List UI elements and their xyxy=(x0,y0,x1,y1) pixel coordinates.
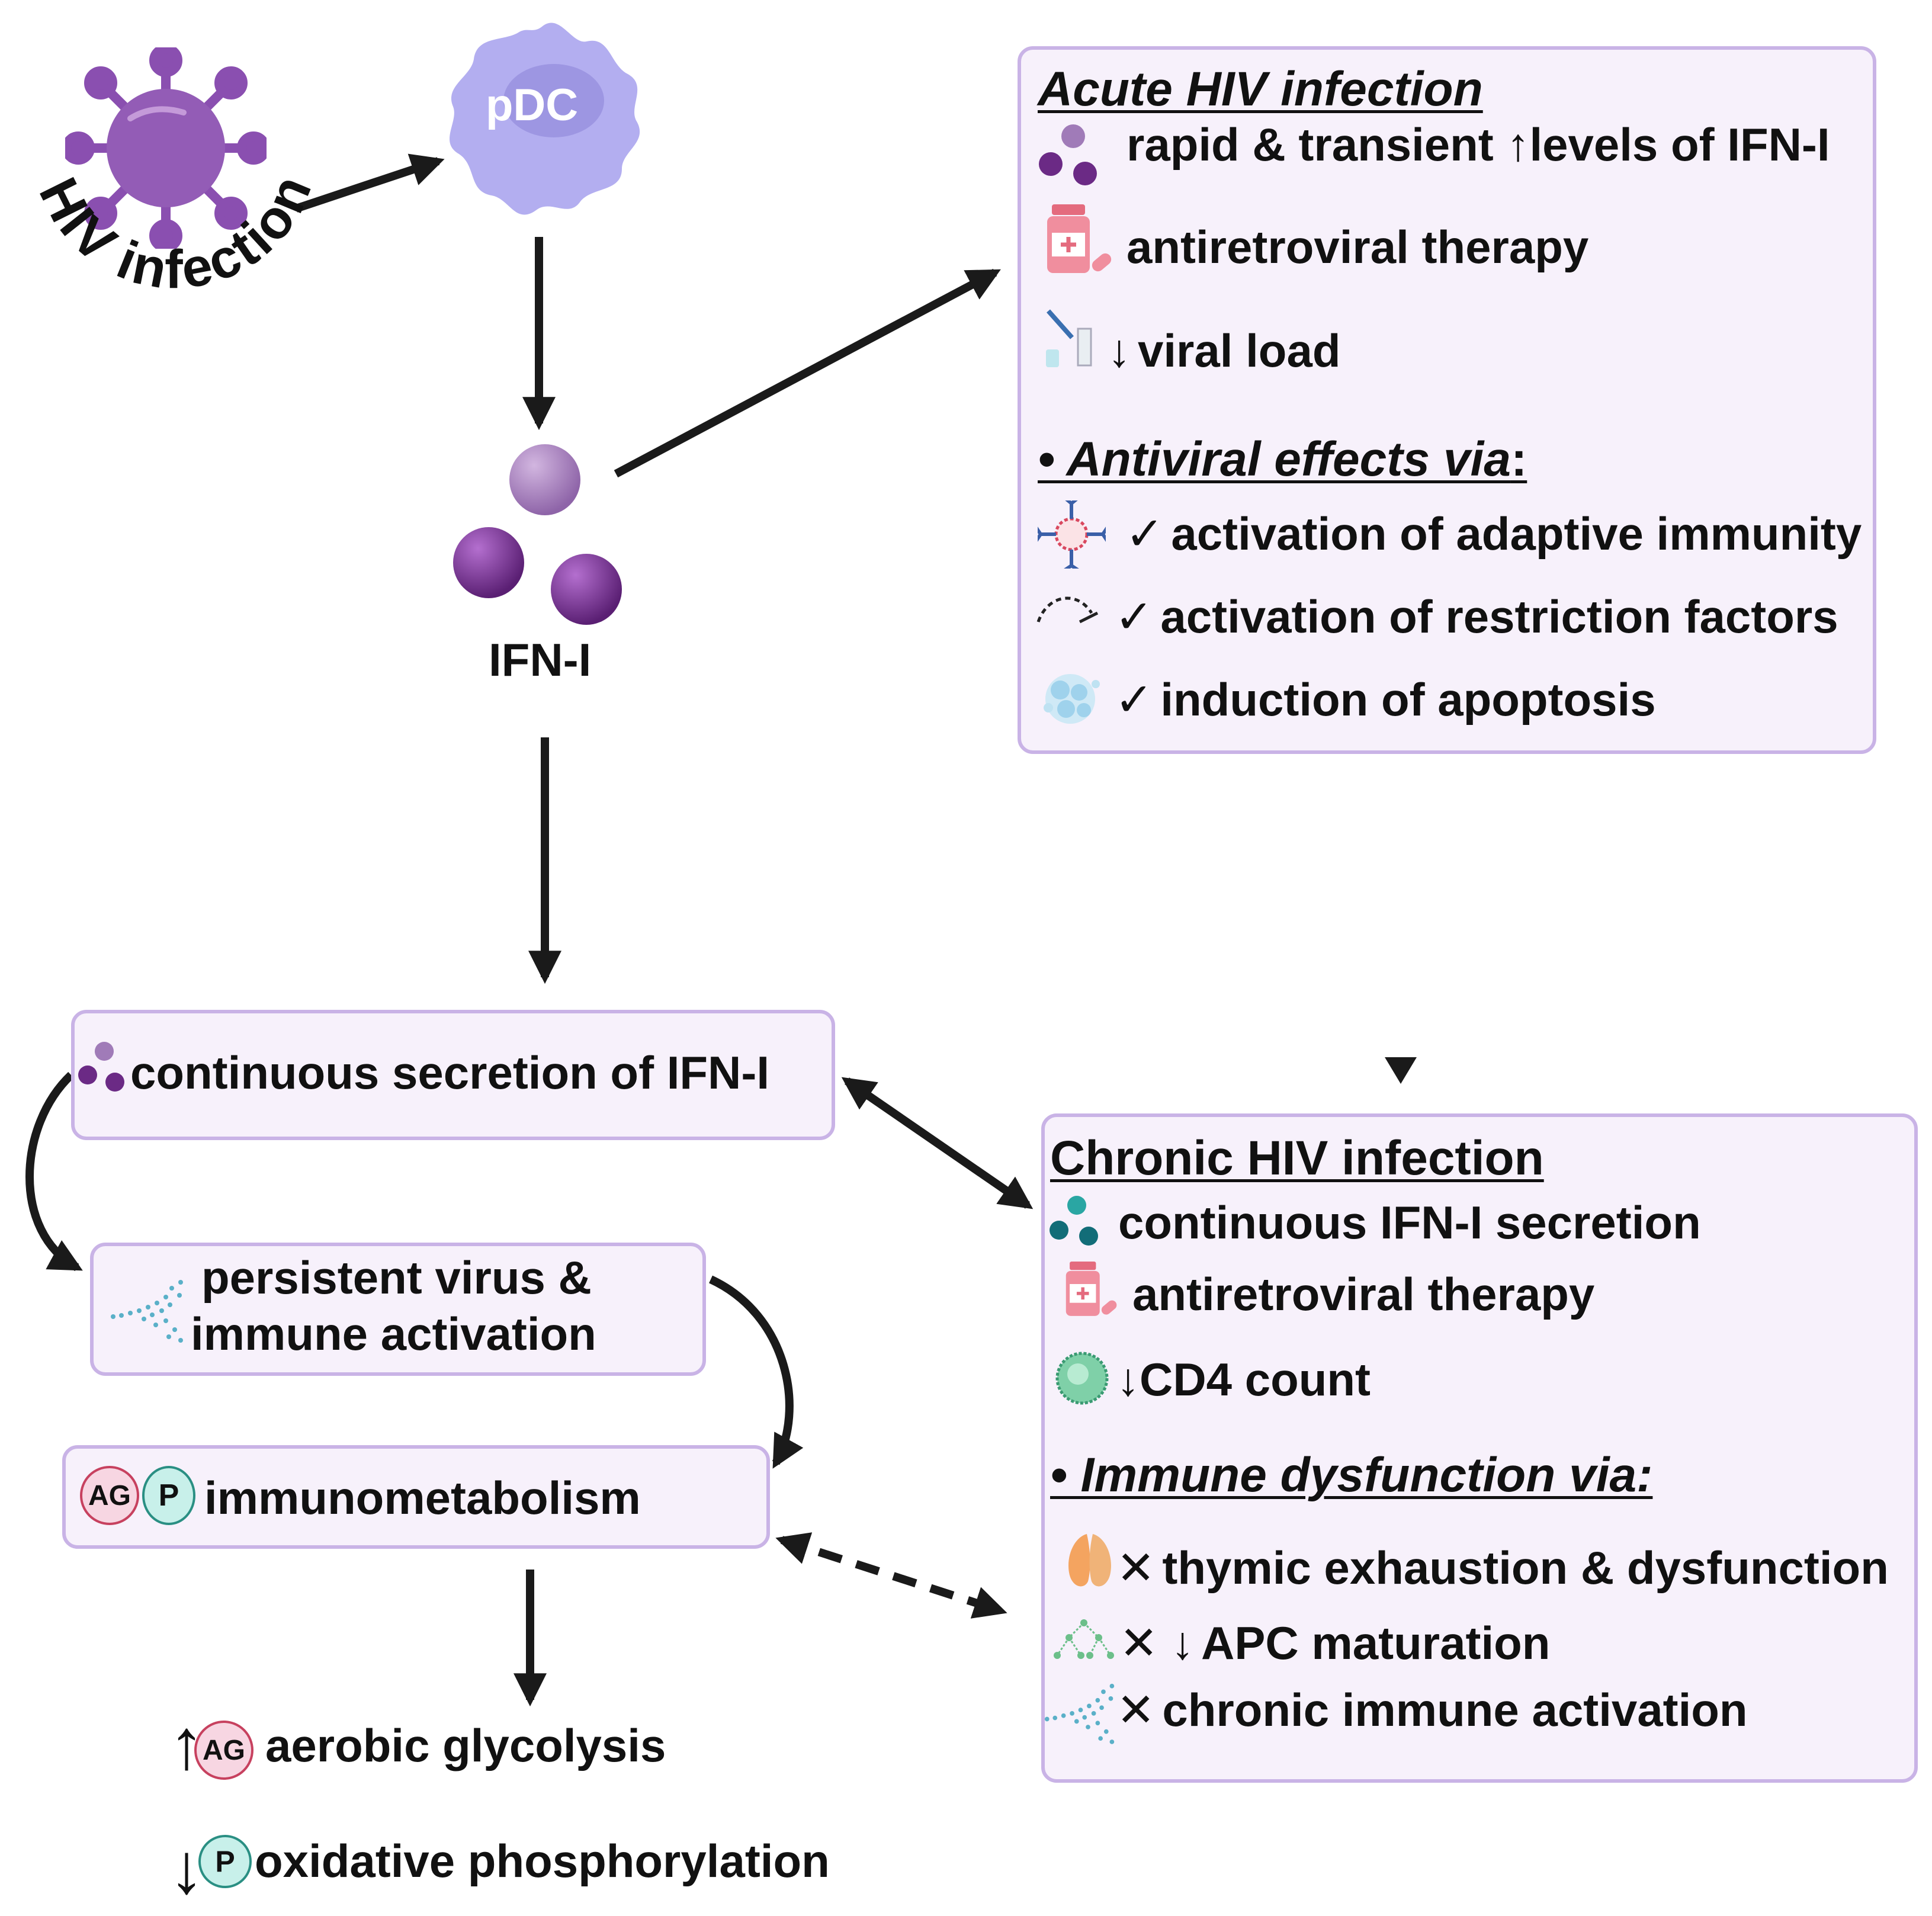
thymus-icon xyxy=(1068,1534,1111,1587)
pdc-label: pDC xyxy=(486,80,579,130)
apc-icon xyxy=(1054,1619,1114,1659)
acute-effect-restriction-factors: ✓activation of restriction factors xyxy=(1115,590,1838,643)
svg-text:HIV infection: HIV infection xyxy=(27,165,323,300)
continuous-secretion-box xyxy=(71,1010,835,1140)
arrow-ifn-to-acute xyxy=(614,268,1001,478)
chronic-effect-immune-activation: ✕chronic immune activation xyxy=(1116,1684,1748,1736)
acute-title: Acute HIV infection xyxy=(1038,62,1483,116)
restriction-factor-icon xyxy=(1036,596,1099,624)
chronic-item-ifn-secretion: continuous IFN-I secretion xyxy=(1118,1196,1701,1249)
oxidative-phosphorylation-label: oxidative phosphorylation xyxy=(255,1835,830,1887)
t-cell-icon xyxy=(1055,1352,1109,1405)
acute-infection-box xyxy=(1018,46,1876,754)
arrow-persistent-to-immuno xyxy=(709,1275,804,1469)
medicine-icon xyxy=(1047,204,1112,273)
pdc-cell-icon xyxy=(450,23,640,215)
acute-item-art: antiretroviral therapy xyxy=(1127,221,1589,273)
chronic-item-art: antiretroviral therapy xyxy=(1132,1268,1595,1320)
persistent-virus-box xyxy=(90,1243,706,1376)
arrow-acute-to-chronic xyxy=(1385,770,1417,1084)
ifn-spheres-icon xyxy=(453,444,622,625)
down-arrow-oxphos: ↓ xyxy=(169,1829,204,1908)
acute-item-ifn-levels: rapid & transient ↑levels of IFN-I xyxy=(1127,118,1830,171)
persistent-virus-line1: persistent virus & xyxy=(201,1251,592,1304)
arrow-immuno-chronic-dashed xyxy=(775,1532,1007,1619)
medicine-icon xyxy=(1066,1262,1117,1316)
p-badge: P xyxy=(142,1466,195,1525)
persistent-virus-line2: immune activation xyxy=(191,1308,596,1360)
continuous-secretion-label: continuous secretion of IFN-I xyxy=(130,1047,770,1099)
arrow-continuous-chronic-bidirectional xyxy=(841,1077,1034,1209)
ifn-cluster-icon xyxy=(1039,124,1097,185)
ag-badge-output: AG xyxy=(194,1721,253,1780)
spray-icon xyxy=(1044,1683,1115,1744)
ifn-cluster-icon-teal xyxy=(1050,1196,1098,1246)
hiv-virus-icon xyxy=(65,47,267,249)
hiv-infection-label: HIV infection xyxy=(27,165,321,300)
acute-effect-adaptive-immunity: ✓activation of adaptive immunity xyxy=(1125,508,1862,560)
acute-up-arrow-mark: ↑ xyxy=(1506,118,1530,171)
immunometabolism-label: immunometabolism xyxy=(204,1472,641,1524)
chronic-down-arrow-mark: ↓ xyxy=(1116,1353,1140,1405)
chronic-infection-box xyxy=(1041,1113,1918,1783)
p-badge-output: P xyxy=(198,1835,252,1888)
ifn-cluster-icon xyxy=(78,1042,124,1092)
antibody-icon xyxy=(1038,500,1106,569)
arrow-virus-to-pdc xyxy=(294,153,445,213)
ag-badge: AG xyxy=(80,1466,139,1525)
chronic-item-cd4: ↓CD4 count xyxy=(1116,1353,1371,1405)
acute-subtitle: • Antiviral effects via: xyxy=(1038,432,1527,486)
arrow-continuous-to-persistent xyxy=(25,1071,83,1272)
chronic-effect-apc: ✕ ↓APC maturation xyxy=(1119,1617,1551,1669)
spray-icon xyxy=(111,1280,183,1343)
acute-effect-apoptosis: ✓induction of apoptosis xyxy=(1115,673,1656,726)
acute-item-viral-load: ↓viral load xyxy=(1108,325,1341,377)
apoptosis-icon xyxy=(1044,674,1100,724)
chronic-effect-thymic: ✕thymic exhaustion & dysfunction xyxy=(1116,1542,1889,1594)
acute-down-arrow-mark: ↓ xyxy=(1108,325,1131,377)
ifn-label: IFN-I xyxy=(489,634,592,686)
chronic-subtitle: • Immune dysfunction via: xyxy=(1050,1448,1653,1502)
chronic-title: Chronic HIV infection xyxy=(1050,1131,1544,1185)
hiv-infection-label-arc: HIV infection xyxy=(27,165,323,300)
test-kit-icon xyxy=(1046,309,1092,367)
aerobic-glycolysis-label: aerobic glycolysis xyxy=(265,1719,666,1771)
